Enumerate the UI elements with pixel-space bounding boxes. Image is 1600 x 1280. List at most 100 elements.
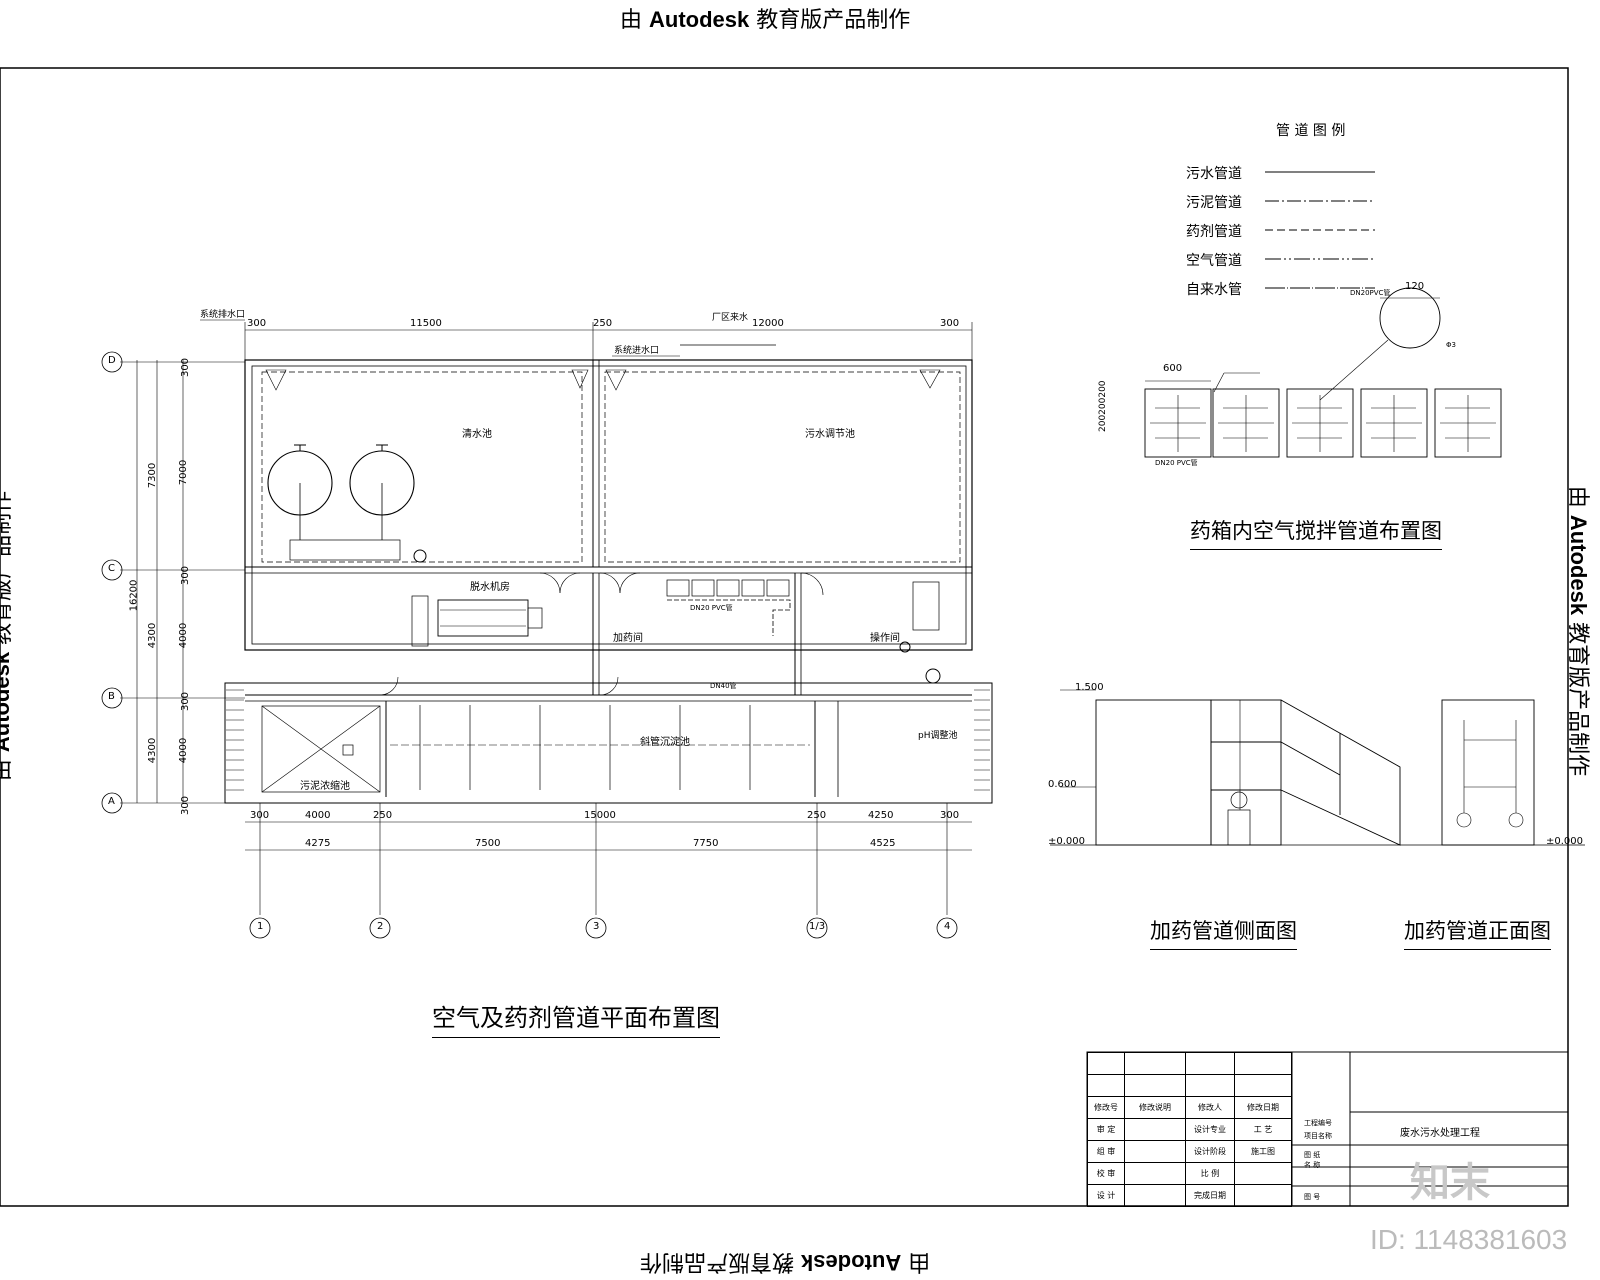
plan-annotation: DN40管 [710,682,737,690]
room-label: 加药间 [613,633,643,644]
title-block-cell [1124,1184,1186,1207]
dim-label: 4000 [178,737,190,764]
dim-label: 300 [247,318,267,329]
plan-annotation: 厂区来水 [712,313,749,323]
room-label: 斜管沉淀池 [640,737,690,748]
axis-row-label: A [108,796,115,807]
dim-label: 7750 [693,838,719,849]
title-block-cell: 审 定 [1087,1118,1125,1141]
title-block-cell: 施工图 [1234,1140,1292,1163]
project-name: 废水污水处理工程 [1400,1128,1480,1139]
room-label: 污水调节池 [805,429,855,440]
elevation-label: ±0.000 [1546,836,1584,847]
dim-label: 7000 [178,459,190,486]
front-view-title: 加药管道正面图 [1404,915,1551,950]
legend-item: 药剂管道 [1186,224,1242,240]
dim-label: 15000 [584,810,616,821]
plan-annotation: 系统进水口 [614,346,660,356]
title-block-cell: 修改人 [1185,1096,1235,1119]
air-phi-label: Φ3 [1446,341,1456,349]
dim-label: 16200 [128,579,140,612]
dim-label: 250 [807,810,827,821]
legend-title: 管 道 图 例 [1276,123,1346,139]
title-block-cell: 设计阶段 [1185,1140,1235,1163]
side-view-title: 加药管道侧面图 [1150,915,1297,950]
legend-item: 自来水管 [1186,282,1242,298]
dim-label: 250 [373,810,393,821]
legend-item: 污泥管道 [1186,195,1242,211]
axis-col-label: 1 [257,921,264,932]
title-block-side: 项目名称 [1304,1132,1332,1140]
title-block-cell: 比 例 [1185,1162,1235,1185]
title-block-side: 名 称 [1304,1161,1321,1169]
edu-label-top: 由 Autodesk 教育版产品制作 [620,7,911,33]
id-tag: ID: 1148381603 [1370,1224,1568,1255]
axis-col-label: 1/3 [809,921,826,932]
dim-label: 4250 [868,810,894,821]
dim-label: 7300 [147,462,159,489]
title-block-cell: 设 计 [1087,1184,1125,1207]
title-block-cell: 完成日期 [1185,1184,1235,1207]
main-title: 空气及药剂管道平面布置图 [432,998,720,1038]
room-label: pH调整池 [918,731,958,741]
title-block-cell [1124,1162,1186,1185]
axis-col-label: 4 [944,921,951,932]
dim-label: 4000 [305,810,331,821]
dim-label: 12000 [752,318,784,329]
title-block-cell [1234,1162,1292,1185]
dim-label: 7500 [475,838,501,849]
dim-label: 4525 [870,838,896,849]
title-block: 修改号 修改说明 修改人 修改日期 审 定 设计专业 工 艺 组 审 设计阶段 … [1087,1052,1292,1207]
edu-label-bottom: 由 Autodesk 教育版产品制作 [640,1249,931,1275]
axis-row-label: C [108,563,115,574]
title-block-side: 图 号 [1304,1193,1321,1201]
title-block-side: 图 纸 [1304,1151,1321,1159]
air-dn-bottom: DN20 PVC管 [1155,459,1198,467]
dim-label: 300 [940,810,960,821]
air-dim-600: 600 [1163,363,1183,374]
axis-row-label: B [108,691,115,702]
axis-col-label: 3 [593,921,600,932]
title-block-cell: 工 艺 [1234,1118,1292,1141]
dim-label: 4300 [147,737,159,764]
elevation-label: ±0.000 [1048,836,1086,847]
title-block-cell: 修改日期 [1234,1096,1292,1119]
dim-label: 4000 [178,622,190,649]
room-label: 污泥浓缩池 [300,781,350,792]
axis-row-label: D [108,355,116,366]
axis-col-label: 2 [377,921,384,932]
plan-annotation: 系统排水口 [200,310,246,320]
plan-annotation: DN20 PVC管 [690,604,733,612]
room-label: 清水池 [462,429,492,440]
elevation-label: 0.600 [1048,779,1077,790]
title-block-cell: 校 审 [1087,1162,1125,1185]
room-label: 操作间 [870,633,900,644]
dim-label: 4300 [147,622,159,649]
dim-label: 4275 [305,838,331,849]
dim-label: 300 [940,318,960,329]
room-label: 脱水机房 [470,582,510,593]
dim-label: 11500 [410,318,442,329]
dim-label: 300 [180,691,192,712]
title-block-cell [1124,1118,1186,1141]
dim-label: 300 [180,357,192,378]
elevation-label: 1.500 [1075,682,1104,693]
brand-logo: 知末 [1410,1160,1490,1206]
air-dn-label: DN20PVC管 [1350,289,1391,297]
legend-item: 空气管道 [1186,253,1242,269]
edu-label-right: 由 Autodesk 教育版产品制作 [1565,485,1592,777]
air-layout-title: 药箱内空气搅拌管道布置图 [1190,515,1442,550]
title-block-cell: 修改说明 [1124,1096,1186,1119]
title-block-side: 工程编号 [1304,1119,1332,1127]
dim-label: 300 [250,810,270,821]
dim-label: 250 [593,318,613,329]
dim-label: 300 [180,565,192,586]
title-block-cell [1234,1184,1292,1207]
air-dim-120: 120 [1405,281,1425,292]
dim-label: 300 [180,795,192,816]
air-dims-left: 200200200 [1098,380,1108,432]
legend-item: 污水管道 [1186,166,1242,182]
title-block-cell [1124,1140,1186,1163]
title-block-cell: 组 审 [1087,1140,1125,1163]
